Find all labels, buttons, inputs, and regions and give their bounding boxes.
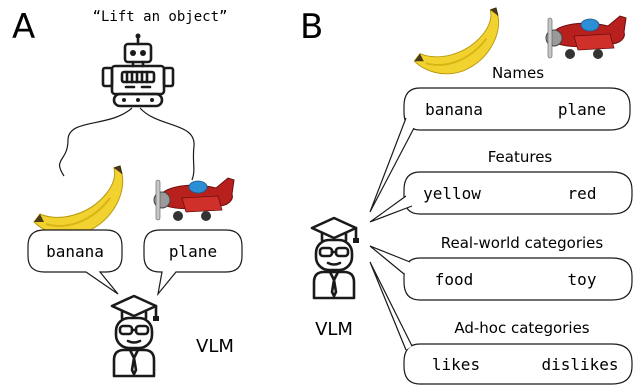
plane-icon: [153, 177, 235, 222]
bubble-banana-text: banana: [46, 242, 104, 261]
panel-a-label: A: [12, 7, 35, 47]
ad-hoc-right: dislikes: [541, 355, 618, 374]
wire-to-banana: [58, 107, 133, 177]
features-right: red: [568, 184, 597, 203]
vlm-label-b: VLM: [315, 319, 353, 340]
bubble-plane: [143, 229, 243, 297]
vlm-label-a: VLM: [196, 336, 234, 357]
banana-icon: [33, 165, 124, 237]
real-world-right: toy: [568, 270, 597, 289]
real-world-left: food: [435, 270, 474, 289]
names-left: banana: [425, 100, 483, 119]
banana-icon-b: [413, 7, 500, 75]
bubble-names-tail: [369, 117, 415, 213]
vlm-scholar-icon-b: [310, 216, 361, 300]
vlm-scholar-icon: [110, 294, 161, 378]
bubble-ad-hoc: [403, 343, 633, 385]
ad-hoc-left: likes: [432, 355, 480, 374]
panel-b-label: B: [300, 7, 323, 47]
bubble-plane-text: plane: [169, 242, 217, 261]
heading-real-world: Real-world categories: [441, 234, 604, 252]
task-prompt: “Lift an object”: [93, 9, 228, 25]
bubble-features: [403, 171, 633, 215]
wire-to-plane: [139, 107, 195, 181]
features-left: yellow: [423, 184, 481, 203]
heading-names: Names: [492, 64, 544, 82]
bubble-real-world-tail: [369, 245, 411, 275]
plane-icon-b: [545, 15, 627, 60]
robot-icon: [101, 32, 175, 108]
bubble-features-tail: [369, 195, 413, 223]
bubble-ad-hoc-tail: [369, 261, 413, 351]
heading-features: Features: [488, 148, 553, 166]
bubble-names: [403, 87, 631, 131]
bubble-banana: [27, 229, 123, 295]
heading-ad-hoc: Ad-hoc categories: [454, 319, 589, 337]
names-right: plane: [558, 100, 606, 119]
